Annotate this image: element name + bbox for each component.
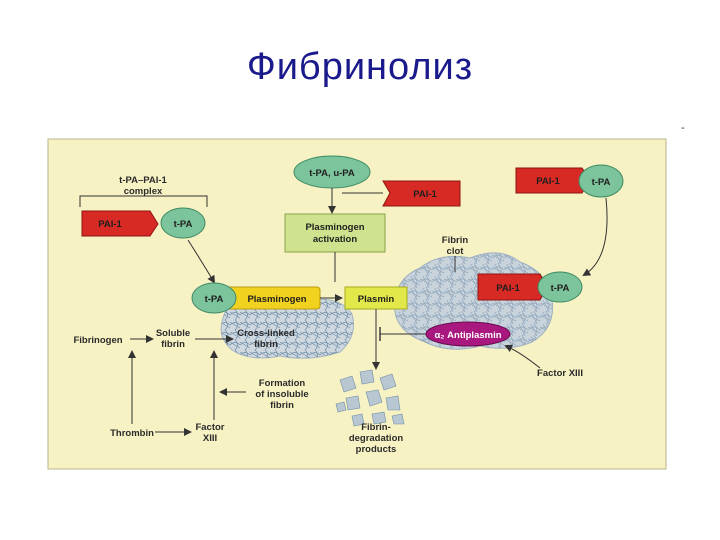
formation-label-1: Formation — [259, 378, 306, 389]
tpa-clot-label: t-PA — [551, 283, 570, 294]
tpa-top-right-label: t-PA — [592, 177, 611, 188]
factor-xiii-left-label-2: XIII — [203, 433, 217, 444]
pai1-center-label: PAI-1 — [413, 189, 437, 200]
pai1-left — [81, 210, 159, 237]
fdp-label-2: degradation — [349, 433, 404, 444]
fibrin-clot-label-1: Fibrin — [442, 235, 469, 246]
cross-linked-label-2: fibrin — [254, 339, 278, 350]
pai1-top-right-label: PAI-1 — [536, 176, 560, 187]
tpa-upa-label: t-PA, u-PA — [309, 168, 355, 179]
fdp-label-3: products — [356, 444, 397, 455]
plasminogen-label: Plasminogen — [247, 294, 306, 305]
pai1-clot-label: PAI-1 — [496, 283, 520, 294]
thrombin-label: Thrombin — [110, 428, 154, 439]
tpa-plasminogen — [191, 282, 237, 314]
factor-xiii-right-label: Factor XIII — [537, 368, 583, 379]
plasminogen-activation-box — [284, 213, 386, 253]
soluble-fibrin-label-1: Soluble — [156, 328, 190, 339]
fibrin-clot-label-2: clot — [447, 246, 465, 257]
factor-xiii-left-label-1: Factor — [195, 422, 224, 433]
formation-label-3: fibrin — [270, 400, 294, 411]
tpa-left-label: t-PA — [174, 219, 193, 230]
fibrin-fragments — [335, 369, 405, 427]
complex-bracket — [79, 195, 208, 207]
cross-linked-label-1: Cross-linked — [237, 328, 295, 339]
pai1-center — [382, 180, 461, 207]
pai1-left-label: PAI-1 — [98, 219, 122, 230]
complex-label-1: t-PA–PAI-1 — [119, 175, 167, 186]
tpa-clot — [537, 271, 583, 303]
fibrinogen-label: Fibrinogen — [73, 335, 122, 346]
fdp-label-1: Fibrin- — [361, 422, 391, 433]
activation-label-1: Plasminogen — [305, 222, 364, 233]
tpa-top-right — [578, 164, 624, 198]
page-title: Фибринолиз — [246, 46, 474, 88]
corner-mark: - — [681, 122, 685, 134]
soluble-fibrin-label-2: fibrin — [161, 339, 185, 350]
plasmin-label: Plasmin — [358, 294, 395, 305]
tpa-left — [160, 207, 206, 239]
activation-label-2: activation — [313, 234, 358, 245]
antiplasmin-label: α₂ Antiplasmin — [434, 330, 501, 341]
formation-label-2: of insoluble — [255, 389, 308, 400]
complex-label-2: complex — [124, 186, 163, 197]
tpa-plasminogen-label: t-PA — [205, 294, 224, 305]
